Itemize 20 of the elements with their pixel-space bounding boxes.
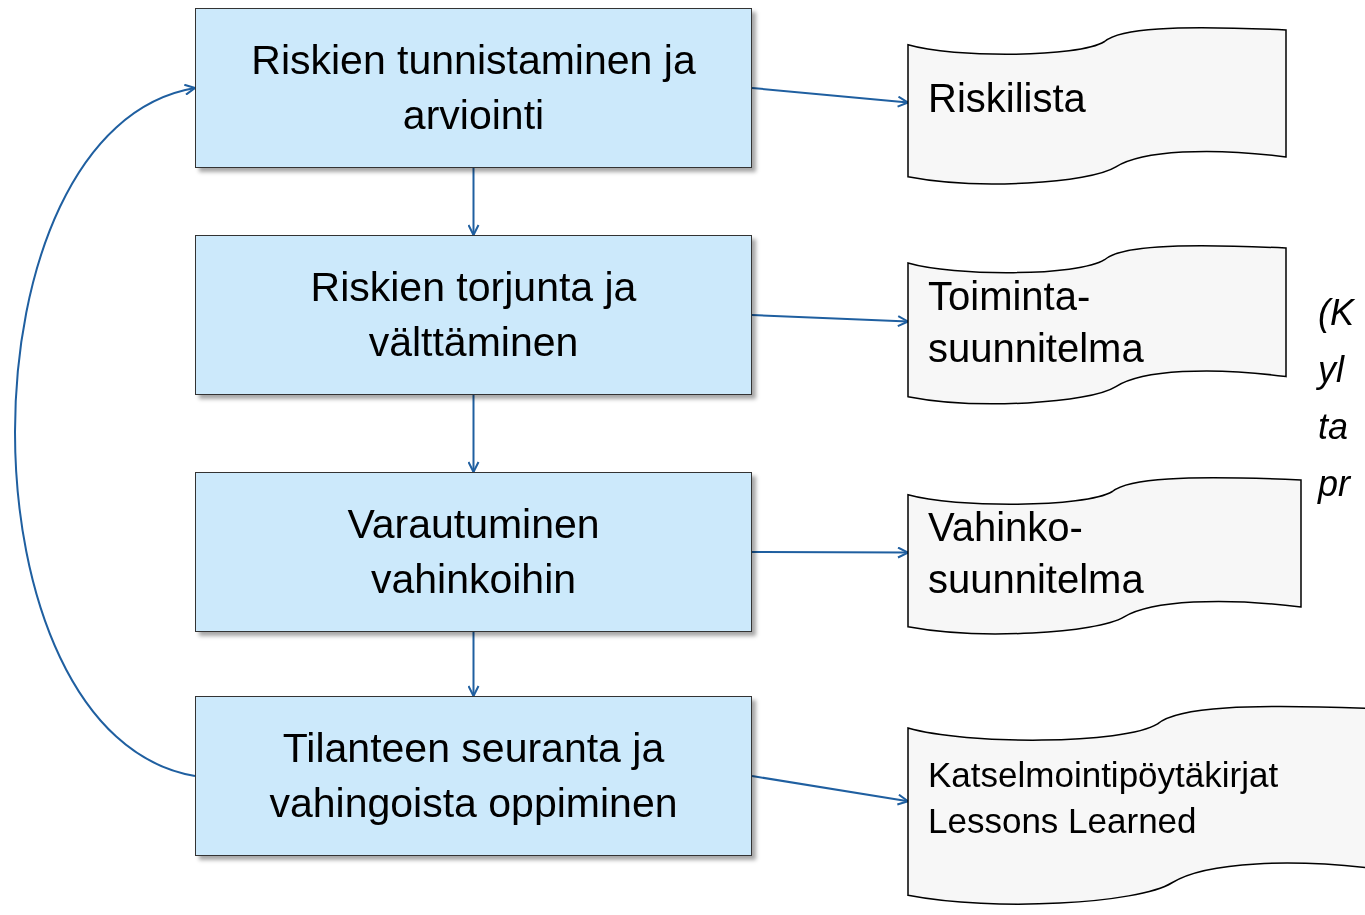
process-box: Tilanteen seuranta ja vahingoista oppiminen (195, 696, 752, 856)
note-text: pr (1318, 462, 1352, 506)
document-label: Toiminta- suunnitelma (928, 272, 1145, 372)
arrow (751, 314, 909, 328)
process-box: Riskien tunnistaminen ja arviointi (195, 8, 752, 168)
document-label: Vahinko- suunnitelma (928, 503, 1145, 603)
arrow (751, 546, 909, 559)
arrow (751, 775, 909, 806)
process-box: Varautuminen vahinkoihin (195, 472, 752, 632)
arrow (467, 631, 480, 697)
note-text: ta (1318, 405, 1350, 449)
note-text: (K (1318, 291, 1354, 335)
arrow (14, 85, 196, 777)
note-text: yl (1318, 348, 1346, 392)
process-box: Riskien torjunta ja välttäminen (195, 235, 752, 395)
arrow (751, 87, 909, 108)
arrow (467, 394, 480, 473)
arrow (467, 167, 480, 236)
document-label: Riskilista (928, 74, 1086, 122)
document-label: Katselmointipöytäkirjat Lessons Learned (928, 754, 1280, 842)
